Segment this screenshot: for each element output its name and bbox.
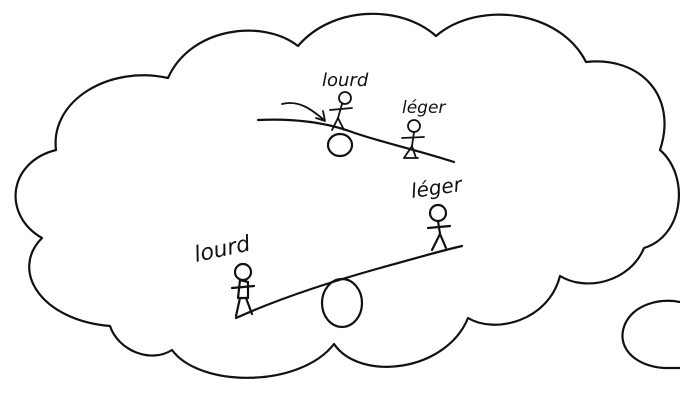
bottom-seesaw-pivot <box>322 279 362 327</box>
top-seesaw-scene: lourd léger <box>258 70 454 162</box>
small-thought-bubble <box>622 301 680 368</box>
bottom-heavy-label: lourd <box>192 231 254 267</box>
top-heavy-figure <box>330 92 352 130</box>
bottom-seesaw-scene: lourd léger <box>192 172 465 327</box>
top-arrow-icon <box>282 103 324 120</box>
thought-cloud <box>16 14 679 378</box>
top-heavy-label: lourd <box>322 70 369 91</box>
top-light-label: léger <box>402 98 446 118</box>
top-seesaw-pivot <box>328 134 352 156</box>
bottom-light-figure <box>428 205 450 250</box>
bottom-heavy-figure <box>232 264 254 316</box>
bottom-seesaw-plank <box>236 246 462 318</box>
bottom-light-label: léger <box>409 172 465 203</box>
top-seesaw-plank <box>258 120 454 162</box>
